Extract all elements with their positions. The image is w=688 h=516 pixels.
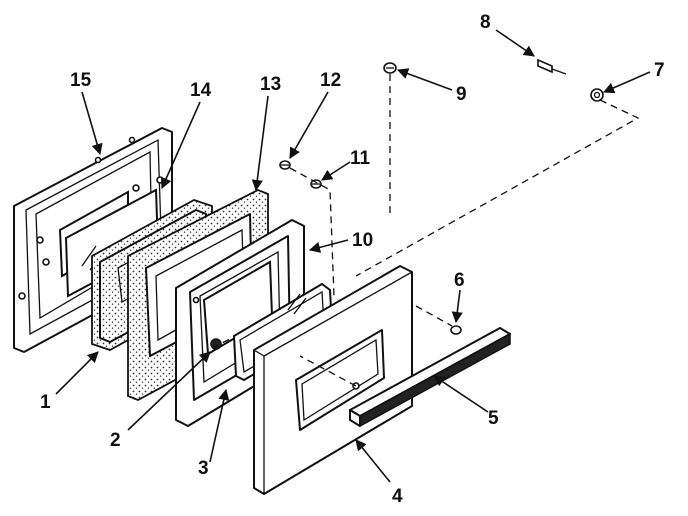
callout-12: 12 — [320, 70, 341, 91]
leader-lines — [55, 29, 651, 483]
outer-door-panel — [253, 265, 413, 495]
callout-4: 4 — [392, 486, 403, 507]
callout-labels: 15 14 13 12 11 10 9 8 7 6 5 4 3 2 1 — [40, 12, 665, 507]
callout-15: 15 — [70, 70, 92, 91]
callout-9: 9 — [456, 84, 467, 105]
callout-1: 1 — [40, 392, 51, 413]
callout-6: 6 — [454, 270, 465, 291]
nut-7 — [590, 88, 604, 102]
screw-9 — [383, 62, 397, 74]
callout-7: 7 — [654, 60, 665, 81]
callout-10: 10 — [352, 230, 373, 251]
handle-screw-8 — [537, 58, 567, 75]
screw-12 — [279, 160, 291, 170]
screw-11 — [310, 179, 322, 189]
callout-11: 11 — [350, 148, 371, 169]
callout-2: 2 — [110, 430, 121, 451]
screw-6 — [450, 325, 462, 335]
callout-5: 5 — [488, 408, 499, 429]
assembly-lines — [211, 74, 640, 387]
callout-3: 3 — [198, 458, 209, 479]
callout-13: 13 — [260, 74, 281, 95]
callout-8: 8 — [480, 12, 491, 33]
callout-14: 14 — [190, 80, 212, 101]
